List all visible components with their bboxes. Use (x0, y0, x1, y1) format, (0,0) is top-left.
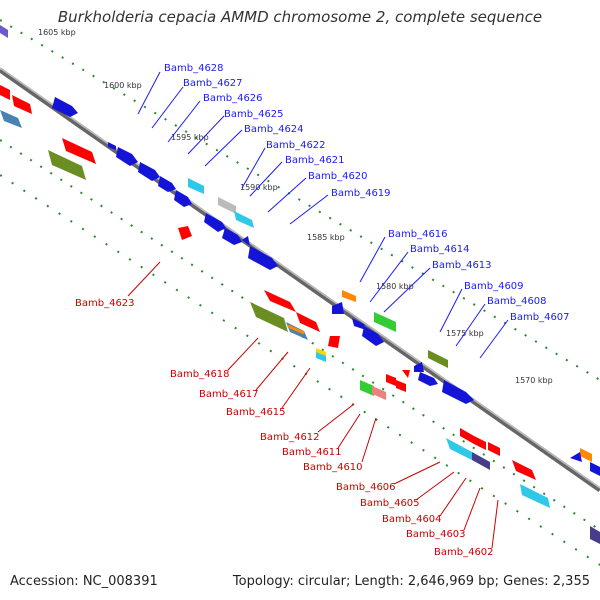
gene-block (248, 246, 278, 270)
gene-block (296, 312, 320, 332)
gene-label[interactable]: Bamb_4608 (487, 296, 547, 307)
gene-block (174, 190, 192, 207)
scale-label: 1605 kbp (38, 28, 76, 37)
gene-block (580, 448, 592, 462)
gene-block (0, 85, 10, 100)
gene-label[interactable]: Bamb_4619 (331, 188, 391, 199)
gene-label[interactable]: Bamb_4626 (203, 93, 263, 104)
gene-block (386, 374, 396, 386)
gene-block (328, 336, 340, 348)
gene-block (138, 162, 160, 181)
gene-block (234, 211, 254, 228)
gene-label[interactable]: Bamb_4609 (464, 281, 524, 292)
gene-block (442, 380, 474, 404)
gene-label[interactable]: Bamb_4625 (224, 109, 284, 120)
gene-block (342, 290, 356, 302)
gene-block (374, 312, 396, 332)
gene-block (332, 302, 344, 314)
gene-block (472, 452, 490, 470)
gene-label[interactable]: Bamb_4611 (282, 447, 342, 458)
gene-label[interactable]: Bamb_4624 (244, 124, 304, 135)
gene-block (520, 484, 550, 508)
gene-block (570, 452, 582, 462)
gene-label[interactable]: Bamb_4613 (432, 260, 492, 271)
gene-block (204, 213, 226, 232)
gene-label[interactable]: Bamb_4616 (388, 229, 448, 240)
gene-block (352, 318, 366, 330)
gene-block (12, 95, 32, 114)
scale-label: 1585 kbp (307, 233, 345, 242)
gene-block (0, 25, 8, 38)
chromosome-backbone (0, 67, 600, 493)
gene-label[interactable]: Bamb_4615 (226, 407, 286, 418)
gene-label[interactable]: Bamb_4621 (285, 155, 345, 166)
scale-label: 1600 kbp (104, 81, 142, 90)
gene-label[interactable]: Bamb_4623 (75, 298, 135, 309)
gene-block (316, 352, 326, 362)
gene-block (360, 380, 374, 396)
gene-block (222, 228, 242, 245)
gene-label[interactable]: Bamb_4627 (183, 78, 243, 89)
gene-block (460, 428, 474, 444)
scale-label: 1590 kbp (240, 183, 278, 192)
gene-label[interactable]: Bamb_4617 (199, 389, 259, 400)
gene-label[interactable]: Bamb_4605 (360, 498, 420, 509)
gene-block (372, 386, 386, 400)
forward-leader-lines (137, 71, 509, 359)
gene-block (250, 302, 288, 332)
gene-block (52, 97, 78, 117)
gene-block (512, 460, 536, 480)
scale-label: 1570 kbp (515, 376, 553, 385)
gene-label[interactable]: Bamb_4603 (406, 529, 466, 540)
gene-label[interactable]: Bamb_4602 (434, 547, 494, 558)
gene-block (218, 197, 236, 214)
gene-block (418, 372, 438, 386)
reverse-labels: Bamb_4623 Bamb_4618 Bamb_4617 Bamb_4615 … (75, 298, 494, 558)
gene-label[interactable]: Bamb_4612 (260, 432, 320, 443)
gene-label[interactable]: Bamb_4622 (266, 140, 326, 151)
forward-genes (0, 25, 600, 476)
gene-block (402, 370, 410, 378)
gene-block (48, 150, 86, 180)
scale-label: 1580 kbp (376, 282, 414, 291)
reverse-leader-lines (127, 261, 499, 549)
gene-label[interactable]: Bamb_4620 (308, 171, 368, 182)
gene-block (474, 436, 486, 450)
gene-label[interactable]: Bamb_4614 (410, 244, 470, 255)
map-title: Burkholderia cepacia AMMD chromosome 2, … (57, 8, 543, 26)
gene-label[interactable]: Bamb_4606 (336, 482, 396, 493)
gene-block (242, 236, 250, 246)
gene-block (590, 526, 600, 544)
gene-block (188, 178, 204, 194)
gene-block (116, 147, 138, 166)
gene-block (362, 326, 384, 346)
gene-block (178, 226, 192, 240)
gene-block (396, 380, 406, 392)
gene-block (428, 350, 448, 368)
gene-block (62, 138, 96, 164)
gene-label[interactable]: Bamb_4610 (303, 462, 363, 473)
gene-block (158, 176, 176, 192)
inner-tick-track-2 (0, 174, 600, 566)
forward-labels: Bamb_4628 Bamb_4627 Bamb_4626 Bamb_4625 … (164, 63, 570, 323)
gene-block (108, 142, 116, 150)
gene-label[interactable]: Bamb_4604 (382, 514, 442, 525)
outer-tick-track (0, 19, 600, 381)
gene-label[interactable]: Bamb_4628 (164, 63, 224, 74)
scale-label: 1595 kbp (171, 133, 209, 142)
gene-block (414, 362, 424, 372)
gene-label[interactable]: Bamb_4618 (170, 369, 230, 380)
gene-block (590, 462, 600, 476)
topology-summary: Topology: circular; Length: 2,646,969 bp… (232, 574, 590, 589)
accession-text: Accession: NC_008391 (10, 574, 158, 589)
reverse-genes (0, 85, 600, 544)
gene-block (0, 110, 22, 128)
gene-block (488, 442, 500, 456)
gene-block (446, 438, 476, 462)
gene-label[interactable]: Bamb_4607 (510, 312, 570, 323)
gene-block (264, 290, 296, 312)
